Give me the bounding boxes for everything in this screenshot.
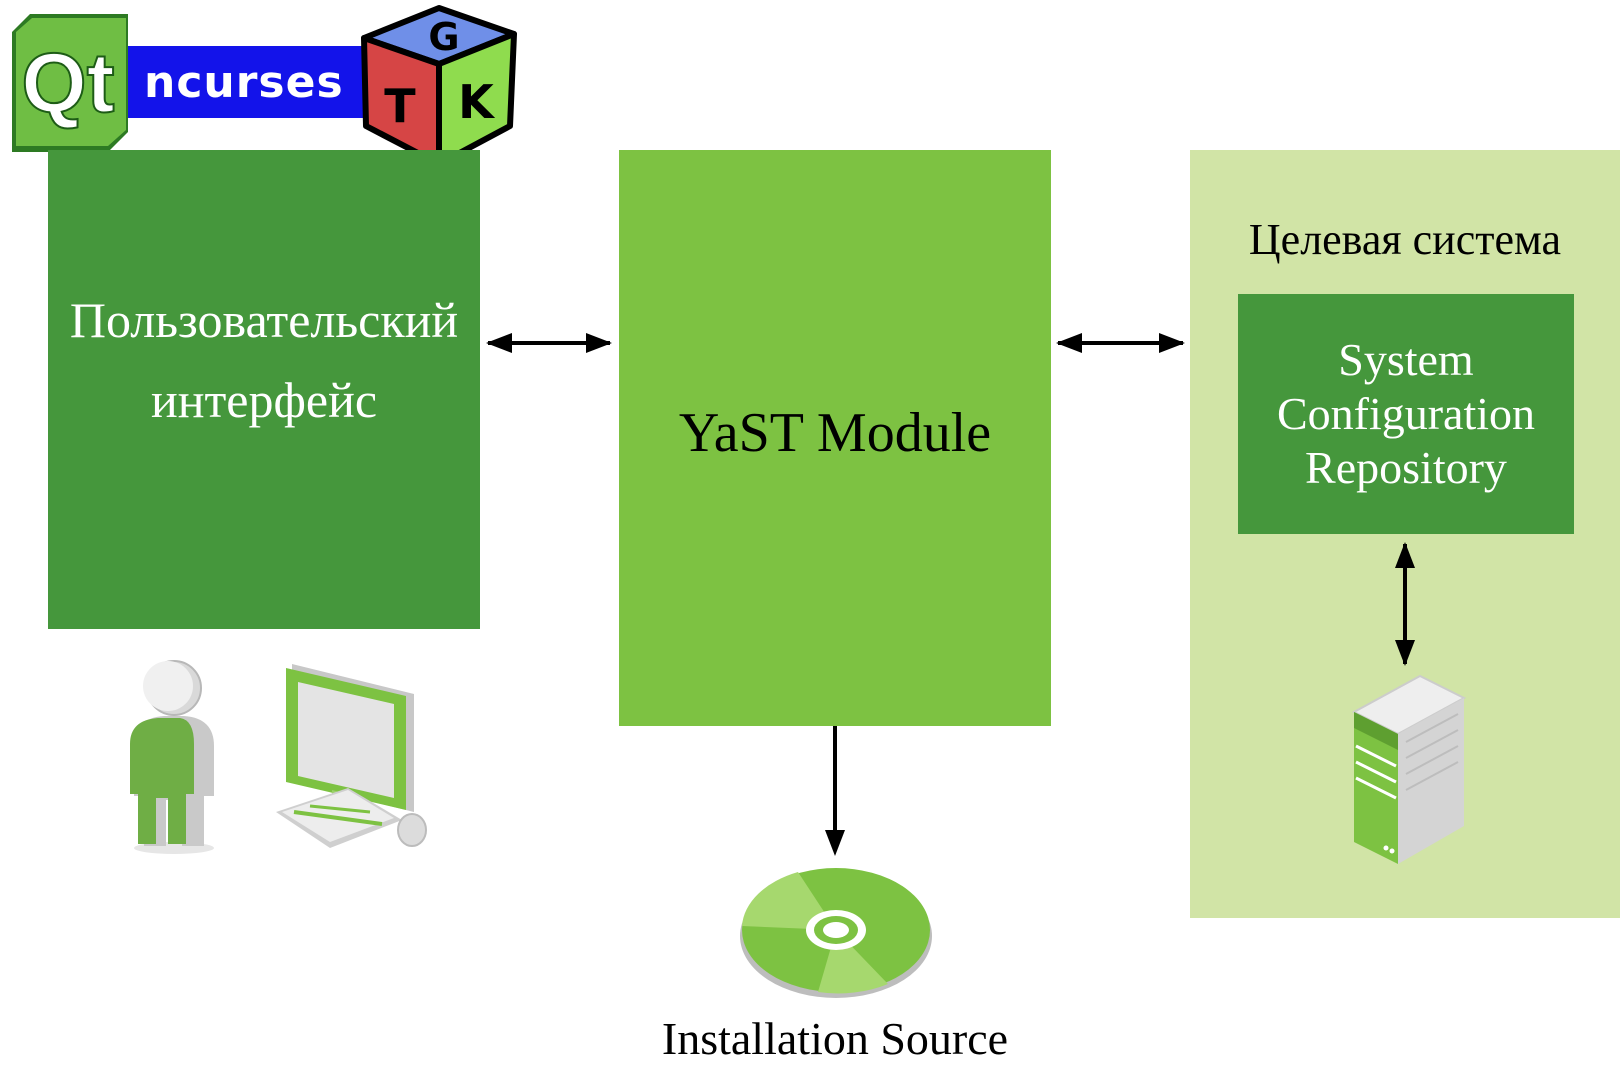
arrow-yast-target	[1056, 333, 1185, 353]
logo-bar: ncurses Qt G T K	[0, 0, 520, 170]
arrow-repo-server	[1395, 542, 1415, 666]
gtk-letter-t: T	[384, 79, 416, 133]
person-icon	[130, 660, 214, 854]
gtk-letter-k: K	[458, 75, 496, 129]
computer-icon	[276, 664, 427, 848]
target-system-label: Целевая система	[1248, 215, 1562, 264]
repository-label-line3: Repository	[1305, 442, 1507, 493]
user-interface-label-line1: Пользовательский	[69, 291, 459, 348]
arrow-yast-disc	[825, 726, 845, 856]
qt-logo: Qt	[12, 14, 128, 152]
disc-icon	[740, 868, 932, 998]
gtk-letter-g: G	[428, 15, 459, 59]
user-interface-box: Пользовательский интерфейс	[48, 150, 480, 629]
ncurses-logo: ncurses	[122, 46, 372, 118]
yast-module-box: YaST Module	[619, 150, 1051, 726]
repository-box: System Configuration Repository	[1238, 294, 1574, 534]
ncurses-text: ncurses	[144, 56, 344, 108]
arrow-ui-yast	[486, 333, 612, 353]
repository-label-line1: System	[1338, 334, 1474, 385]
gtk-logo: G T K	[361, 5, 517, 167]
yast-module-label: YaST Module	[678, 402, 992, 464]
server-icon	[1351, 674, 1466, 864]
qt-text: Qt	[21, 36, 114, 130]
repository-label-line2: Configuration	[1276, 388, 1536, 439]
user-interface-label-line2: интерфейс	[150, 371, 378, 428]
installation-source-label: Installation Source	[661, 1013, 1009, 1064]
